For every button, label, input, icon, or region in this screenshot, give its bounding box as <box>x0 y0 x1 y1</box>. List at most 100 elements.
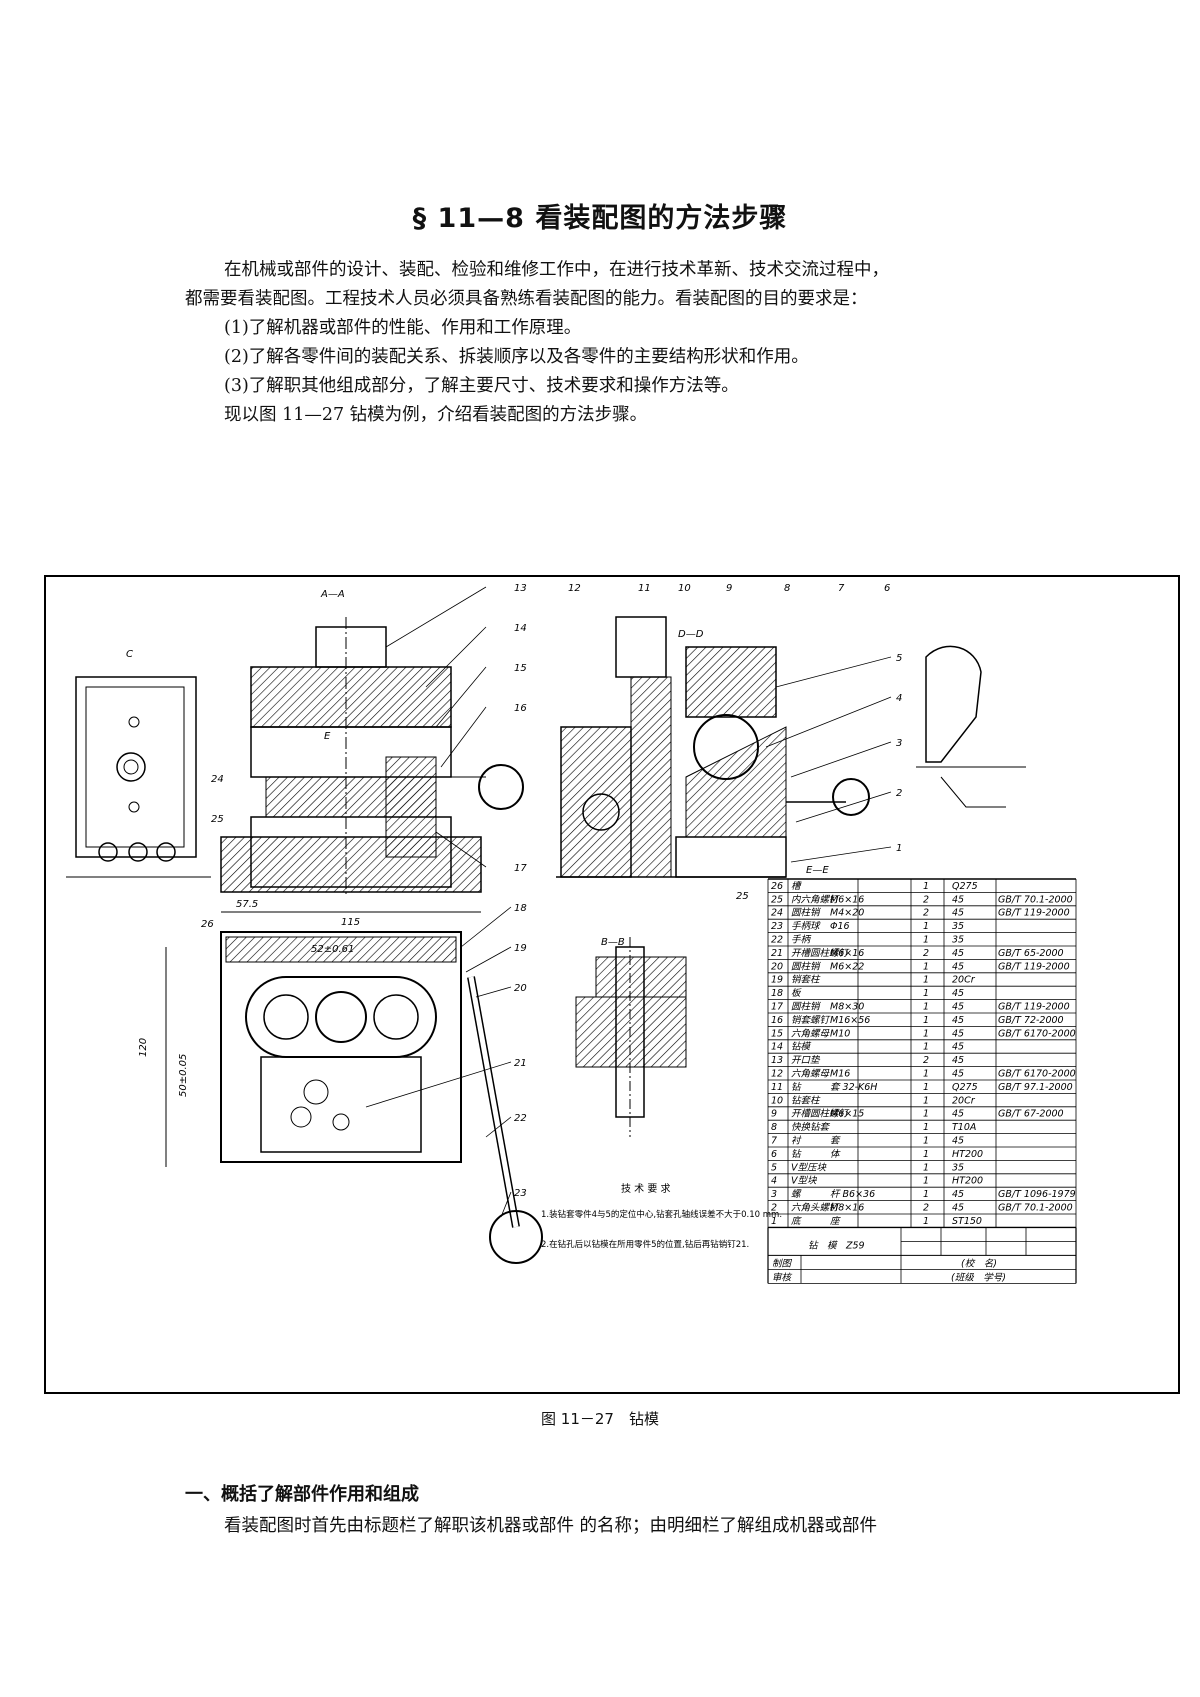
bom-cell-material: 20Cr <box>952 1095 976 1106</box>
bom-cell-name: 六角螺母 <box>791 1027 831 1039</box>
bom-cell-name: 手柄 <box>791 935 812 946</box>
bom-cell-no: 12 <box>771 1069 783 1080</box>
bom-cell-qty: 1 <box>923 935 929 946</box>
bom-cell-qty: 1 <box>923 1176 929 1187</box>
bom-cell-qty: 2 <box>923 908 929 919</box>
bom-cell-name: 钻模 <box>791 1042 812 1053</box>
callout-19: 19 <box>514 943 527 954</box>
view-top <box>165 931 543 1264</box>
intro-line: (1)了解机器或部件的性能、作用和工作原理。 <box>224 318 582 338</box>
bom-cell-name: 销套柱 <box>791 975 821 986</box>
bom-cell-name: 钻 <box>791 1082 802 1093</box>
view-a-a-section <box>220 617 524 913</box>
bom-cell-no: 1 <box>771 1216 777 1227</box>
title-block-school: (校 名) <box>961 1257 997 1269</box>
body-text: 看装配图时首先由标题栏了解职该机器或部件 的名称；由明细栏了解组成机器或部件 <box>224 1516 878 1536</box>
bom-cell-material: T10A <box>952 1122 976 1133</box>
bom-cell-no: 5 <box>771 1162 777 1173</box>
bom-cell-no: 23 <box>771 921 783 932</box>
bom-cell-name: 开槽圆柱螺钉 <box>791 948 850 959</box>
bom-cell-name: 开槽圆柱螺钉 <box>791 1109 850 1120</box>
callout-23: 23 <box>514 1188 527 1199</box>
bom-cell-name: 内六角螺钉 <box>791 893 840 905</box>
intro-paragraph: 在机械或部件的设计、装配、检验和维修工作中，在进行技术革新、技术交流过程中， 都… <box>185 256 1065 430</box>
bom-cell-no: 13 <box>771 1055 783 1066</box>
bom-cell-spec: M10 <box>830 1028 850 1039</box>
callout-7: 7 <box>838 583 845 594</box>
bom-cell-material: ST150 <box>952 1216 982 1227</box>
tech-req-2: 2.在钻孔后以钻模在所用零件5的位置,钻后再钻销钉21. <box>541 1239 749 1250</box>
bom-cell-qty: 1 <box>923 975 929 986</box>
bom-cell-material: HT200 <box>952 1149 983 1160</box>
intro-line: 在机械或部件的设计、装配、检验和维修工作中，在进行技术革新、技术交流过程中， <box>224 260 889 280</box>
page-title: § 11—8 看装配图的方法步骤 <box>412 203 788 234</box>
dimension-52: 52±0.61 <box>311 944 354 955</box>
title-block-class: (班级 学号) <box>951 1271 1006 1283</box>
dimension-120: 120 <box>138 1038 149 1057</box>
bom-cell-material: 35 <box>952 935 964 946</box>
callout-6: 6 <box>884 583 890 594</box>
callout-25: 25 <box>211 814 224 825</box>
bom-cell-name: V型压块 <box>791 1162 826 1173</box>
bom-cell-material: HT200 <box>952 1176 983 1187</box>
callout-26: 26 <box>201 919 214 930</box>
bom-cell-name: V型块 <box>791 1176 817 1187</box>
section-label-d-d: D—D <box>678 629 704 640</box>
bom-cell-no: 16 <box>771 1015 783 1026</box>
bom-cell-name: 板 <box>791 988 802 999</box>
bom-cell-material: 45 <box>952 1055 964 1066</box>
callout-5: 5 <box>896 653 902 664</box>
bom-cell-name: 六角螺母 <box>791 1068 831 1080</box>
bom-cell-material: 20Cr <box>952 975 976 986</box>
callout-8: 8 <box>784 583 790 594</box>
bom-cell-material: 45 <box>952 894 964 905</box>
bom-cell-material: 45 <box>952 908 964 919</box>
bom-cell-no: 25 <box>771 894 783 905</box>
bom-cell-spec: M6×22 <box>830 961 864 972</box>
bom-cell-qty: 1 <box>923 881 929 892</box>
bom-cell-no: 24 <box>771 908 783 919</box>
bom-cell-name: 螺 <box>791 1189 802 1200</box>
bom-cell-name: 底 <box>791 1215 802 1227</box>
leader-lines <box>365 586 892 1218</box>
bom-cell-name: 销套螺钉 <box>791 1015 831 1026</box>
callout-18: 18 <box>514 903 527 914</box>
bom-cell-spec: Φ16 <box>830 921 850 932</box>
section-heading: 一、概括了解部件作用和组成 <box>185 1484 419 1505</box>
bom-cell-material: 45 <box>952 1109 964 1120</box>
callout-4: 4 <box>896 693 902 704</box>
callout-10: 10 <box>678 583 691 594</box>
callout-13: 13 <box>514 583 527 594</box>
bom-cell-material: 45 <box>952 1136 964 1147</box>
title-block-name: 钻 模 Z59 <box>808 1240 865 1251</box>
tech-req-1: 1.装钻套零件4与5的定位中心,钻套孔轴线误差不大于0.10 mm. <box>541 1209 782 1220</box>
callout-11: 11 <box>638 583 651 594</box>
bom-cell-no: 14 <box>771 1042 783 1053</box>
bom-cell-no: 19 <box>771 975 783 986</box>
bom-cell-name: 槽 <box>791 881 802 892</box>
bom-cell-material: 45 <box>952 1042 964 1053</box>
bom-cell-spec: M16 <box>830 1069 850 1080</box>
drawing-svg: 13 14 15 16 17 18 19 20 21 22 23 24 25 2… <box>66 583 1077 1284</box>
bom-cell-qty: 1 <box>923 1109 929 1120</box>
tech-req-title: 技 术 要 求 <box>621 1182 671 1195</box>
bom-cell-qty: 1 <box>923 1015 929 1026</box>
bom-cell-no: 9 <box>771 1109 777 1120</box>
section-label-b-b: B—B <box>601 937 625 948</box>
bom-cell-no: 26 <box>771 881 783 892</box>
bom-cell-material: 35 <box>952 921 964 932</box>
bom-cell-no: 2 <box>771 1203 777 1214</box>
title-block-label: 审核 <box>772 1271 793 1283</box>
bom-cell-qty: 1 <box>923 1002 929 1013</box>
figure-caption: 图 11－27 钻模 <box>541 1410 659 1428</box>
bom-cell-qty: 1 <box>923 921 929 932</box>
intro-line: (2)了解各零件间的装配关系、拆装顺序以及各零件的主要结构形状和作用。 <box>224 347 809 367</box>
title-block-label: 制图 <box>772 1258 793 1269</box>
bom-cell-no: 17 <box>771 1002 783 1013</box>
bom-cell-no: 3 <box>771 1189 777 1200</box>
bom-cell-no: 18 <box>771 988 783 999</box>
bom-cell-name: 钻套柱 <box>791 1095 821 1106</box>
bom-cell-standard: GB/T 119-2000 <box>998 908 1070 919</box>
assembly-drawing: 13 14 15 16 17 18 19 20 21 22 23 24 25 2… <box>44 575 1180 1394</box>
bom-cell-qty: 1 <box>923 1095 929 1106</box>
